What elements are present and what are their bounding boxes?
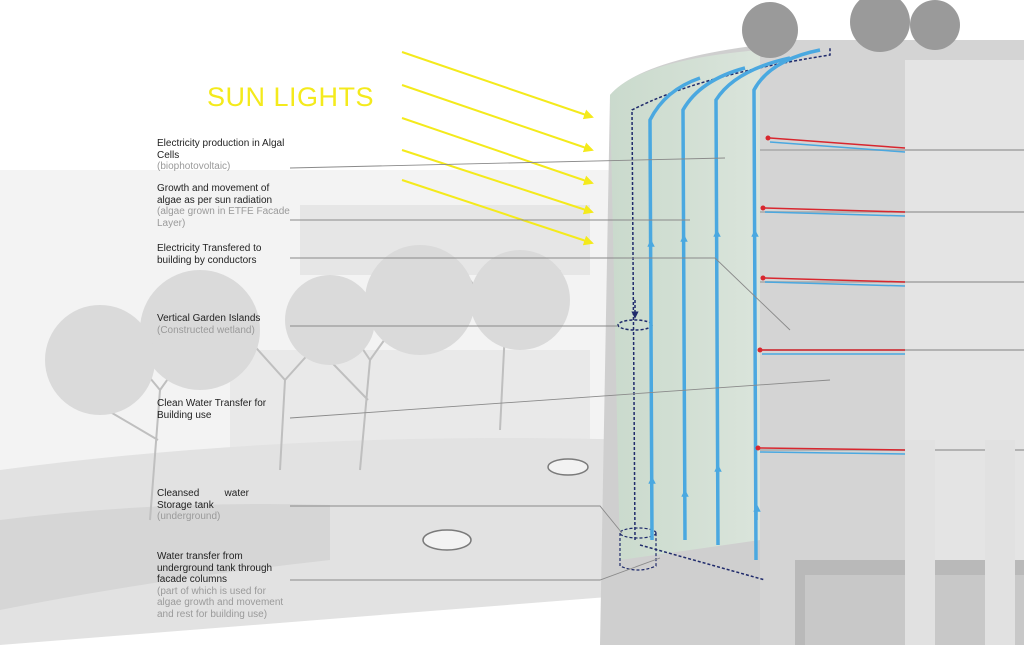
storage-tank	[619, 527, 657, 571]
annotation-algal-cells: Electricity production in Algal Cells (b…	[157, 138, 289, 173]
annotation-heading: Water transfer from underground tank thr…	[157, 551, 273, 585]
annotation-storage-tank: Cleansed water Storage tank (underground…	[157, 488, 249, 523]
electric-conductors	[755, 135, 906, 455]
annotation-heading: Clean Water Transfer for Building use	[157, 398, 267, 421]
sun-rays	[401, 51, 594, 246]
annotation-water-transfer: Water transfer from underground tank thr…	[157, 551, 285, 620]
facade-water-columns	[648, 48, 821, 561]
annotation-electricity-transfer: Electricity Transfered to building by co…	[157, 243, 289, 266]
annotation-note: (Constructed wetland)	[157, 324, 255, 336]
leader-lines	[289, 157, 831, 581]
annotation-vertical-garden: Vertical Garden Islands (Constructed wet…	[157, 313, 289, 336]
annotation-note: (underground)	[157, 511, 221, 522]
sun-lights-title: SUN LIGHTS	[207, 82, 375, 112]
building-mass	[600, 0, 1024, 645]
background-scene	[0, 170, 760, 645]
flow-arrows	[647, 229, 761, 520]
annotation-algae-growth: Growth and movement of algae as per sun …	[157, 183, 292, 229]
annotation-heading: Vertical Garden Islands	[157, 313, 261, 324]
annotation-note: (biophotovoltaic)	[157, 161, 231, 172]
annotation-heading: Electricity Transfered to building by co…	[157, 243, 262, 266]
annotation-heading: Cleansed water Storage tank	[157, 488, 249, 511]
annotation-heading: Growth and movement of algae as per sun …	[157, 183, 273, 206]
annotation-note: (part of which is used for algae growth …	[157, 585, 284, 620]
annotation-heading: Electricity production in Algal Cells	[157, 138, 285, 161]
annotation-clean-water: Clean Water Transfer for Building use	[157, 398, 282, 421]
annotation-note: (algae grown in ETFE Facade Layer)	[157, 206, 290, 229]
